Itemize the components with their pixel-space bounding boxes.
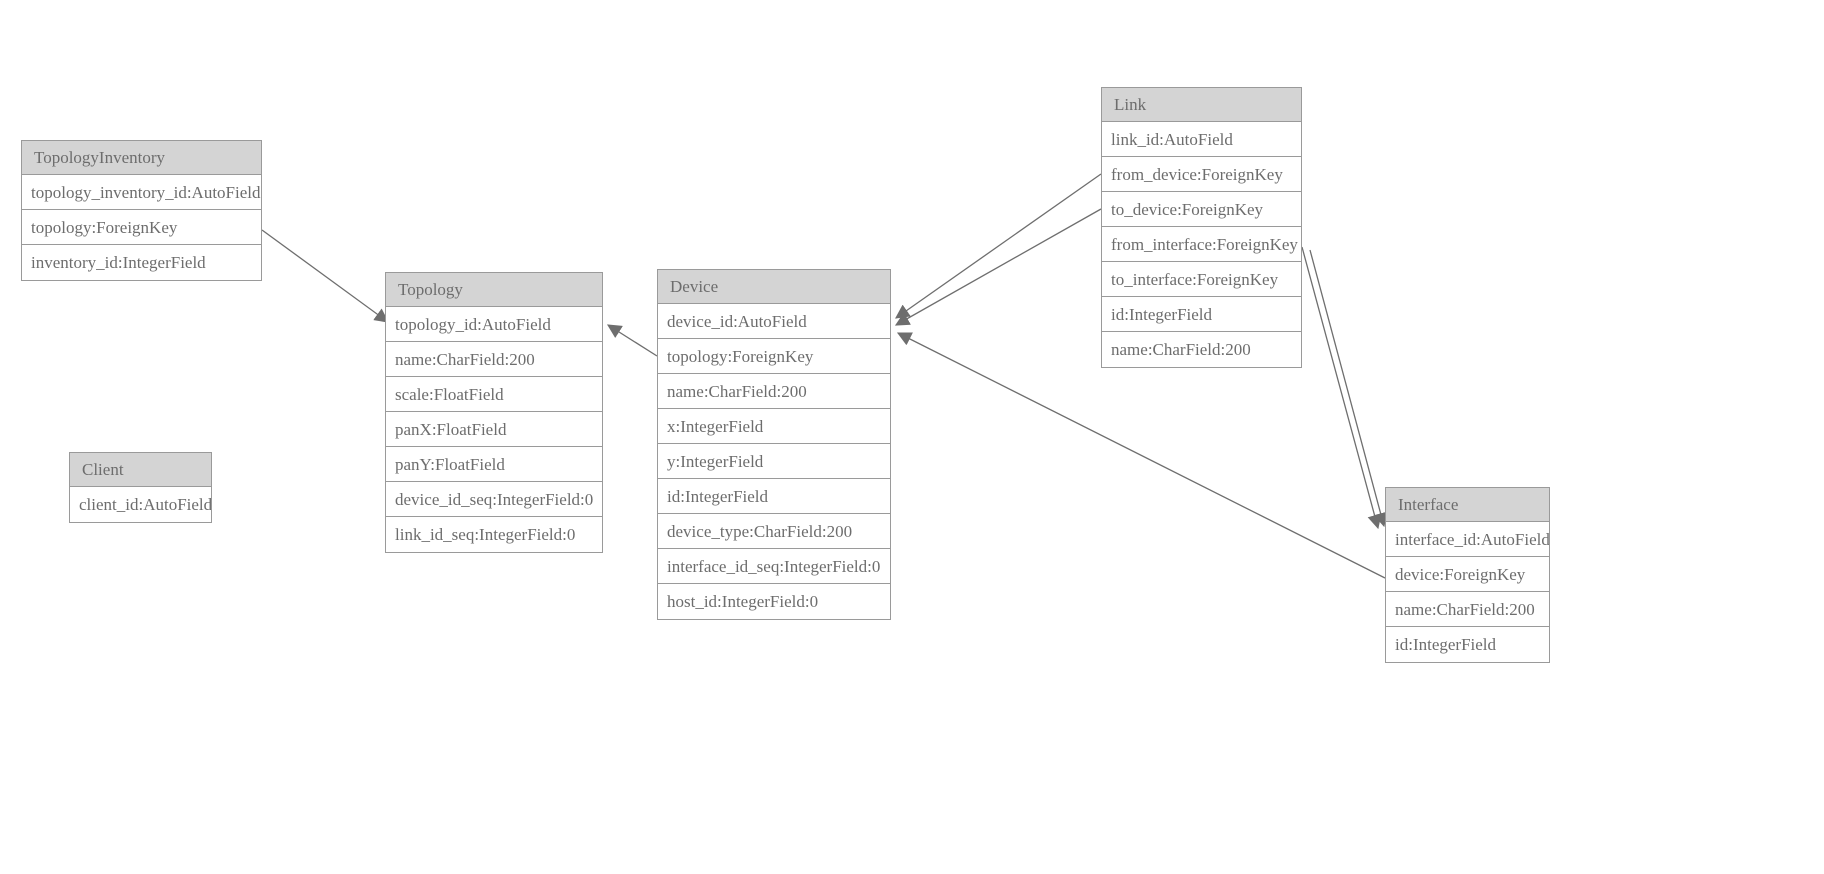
entity-title-topology-inventory: TopologyInventory [22,141,261,175]
entity-field-row[interactable]: device:ForeignKey [1386,557,1549,592]
entity-field-row[interactable]: to_interface:ForeignKey [1102,262,1301,297]
entity-field-row[interactable]: id:IntegerField [658,479,890,514]
entity-field-row[interactable]: interface_id_seq:IntegerField:0 [658,549,890,584]
entity-field-row[interactable]: topology:ForeignKey [22,210,261,245]
edge-link-from-interface [1301,246,1382,530]
entity-field-row[interactable]: client_id:AutoField [79,495,211,514]
entity-field-row[interactable]: device_type:CharField:200 [658,514,890,549]
entity-field-row[interactable]: name:CharField:200 [1111,340,1251,359]
entity-interface[interactable]: Interface interface_id:AutoField device:… [1385,487,1550,663]
entity-device[interactable]: Device device_id:AutoField topology:Fore… [657,269,891,620]
edge-topologyinventory-topology [261,229,389,323]
entity-title-interface: Interface [1386,488,1549,522]
entity-field-row[interactable]: y:IntegerField [658,444,890,479]
entity-field-row[interactable]: name:CharField:200 [658,374,890,409]
edge-link-to-device [894,208,1102,326]
entity-field-row[interactable]: device_id_seq:IntegerField:0 [386,482,602,517]
entity-field-row[interactable]: panX:FloatField [386,412,602,447]
entity-field-row[interactable]: link_id:AutoField [1102,122,1301,157]
entity-field-row[interactable]: topology:ForeignKey [658,339,890,374]
entity-field-row[interactable]: name:CharField:200 [1386,592,1549,627]
entity-field-row[interactable]: name:CharField:200 [386,342,602,377]
entity-link[interactable]: Link link_id:AutoField from_device:Forei… [1101,87,1302,368]
entity-field-row[interactable]: scale:FloatField [386,377,602,412]
entity-field-row[interactable]: to_device:ForeignKey [1102,192,1301,227]
entity-field-row[interactable]: host_id:IntegerField:0 [667,592,819,611]
entity-title-device: Device [658,270,890,304]
edge-device-topology [606,324,658,357]
entity-field-row[interactable]: device_id:AutoField [658,304,890,339]
entity-topology[interactable]: Topology topology_id:AutoField name:Char… [385,272,603,553]
entity-field-row[interactable]: from_interface:ForeignKey [1102,227,1301,262]
entity-field-row[interactable]: id:IntegerField [1395,635,1497,654]
entity-topology-inventory[interactable]: TopologyInventory topology_inventory_id:… [21,140,262,281]
edge-link-from-device [895,173,1102,319]
entity-client[interactable]: Client client_id:AutoField [69,452,212,523]
entity-field-row[interactable]: id:IntegerField [1102,297,1301,332]
entity-field-row[interactable]: topology_inventory_id:AutoField [22,175,261,210]
entity-field-row[interactable]: panY:FloatField [386,447,602,482]
entity-field-row[interactable]: x:IntegerField [658,409,890,444]
entity-title-link: Link [1102,88,1301,122]
entity-field-row[interactable]: inventory_id:IntegerField [31,253,206,272]
entity-title-topology: Topology [386,273,602,307]
entity-title-client: Client [70,453,211,487]
entity-field-row[interactable]: topology_id:AutoField [386,307,602,342]
entity-field-row[interactable]: from_device:ForeignKey [1102,157,1301,192]
edge-link-to-interface [1309,249,1388,528]
entity-field-row[interactable]: link_id_seq:IntegerField:0 [395,525,576,544]
entity-field-row[interactable]: interface_id:AutoField [1386,522,1549,557]
edge-interface-device [896,332,1386,579]
